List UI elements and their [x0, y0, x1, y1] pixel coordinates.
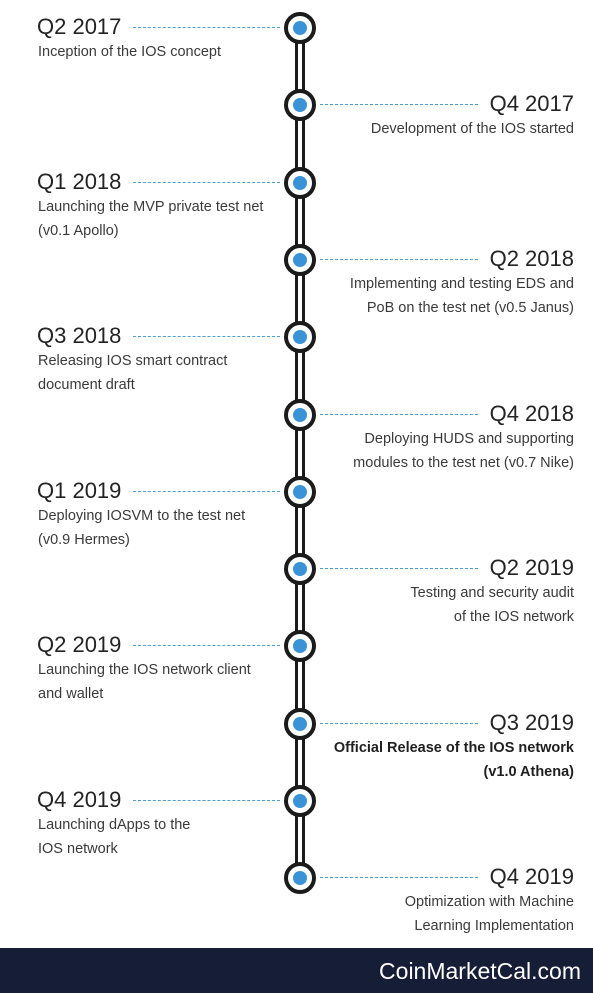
- milestone-connector: [133, 181, 280, 183]
- milestone-connector: [320, 104, 478, 106]
- milestone-node: [284, 553, 316, 586]
- milestone-description: Launching dApps to the IOS network: [38, 817, 191, 857]
- milestone-node: [284, 12, 316, 44]
- milestone-connector: [320, 722, 478, 724]
- milestone-description: Optimization with Machine Learning Imple…: [404, 894, 574, 935]
- milestone-date: Q1 2018: [37, 168, 122, 194]
- footer-bar: CoinMarketCal.com: [0, 948, 593, 993]
- milestone-date: Q4 2019: [37, 787, 122, 812]
- milestone-description: Implementing and testing EDS and PoB on …: [349, 275, 574, 316]
- milestone-connector: [133, 490, 280, 492]
- milestone-description: Development of the IOS started: [370, 121, 574, 138]
- milestone-date: Q4 2019: [489, 864, 574, 890]
- milestone-connector: [133, 336, 280, 338]
- brand-watermark: CoinMarketCal.com: [379, 958, 581, 984]
- milestone-date: Q2 2017: [37, 14, 122, 39]
- milestone-node: [284, 475, 316, 508]
- milestone-date: Q3 2018: [37, 323, 122, 349]
- milestone-description: Deploying IOSVM to the test net (v0.9 He…: [38, 507, 246, 548]
- milestone-connector: [133, 800, 280, 801]
- milestone-node: [284, 785, 316, 817]
- milestone-connector: [133, 645, 280, 647]
- milestone-date: Q4 2017: [489, 91, 574, 117]
- milestone-description: Testing and security audit of the IOS ne…: [410, 585, 574, 626]
- milestone-node: [284, 398, 316, 431]
- milestone-date: Q2 2019: [489, 555, 574, 581]
- timeline-spine: [295, 28, 305, 878]
- milestone-date: Q3 2019: [489, 709, 574, 735]
- milestone-description: Official Release of the IOS network (v1.…: [333, 739, 574, 780]
- milestone-date: Q1 2019: [37, 477, 122, 503]
- milestone-connector: [320, 568, 478, 570]
- milestone-description: Deploying HUDS and supporting modules to…: [353, 430, 574, 471]
- milestone-date: Q2 2019: [37, 632, 122, 658]
- milestone-node: [284, 243, 316, 276]
- milestone-node: [284, 89, 316, 122]
- milestone-description: Releasing IOS smart contract document dr…: [38, 353, 228, 394]
- milestone-connector: [320, 413, 478, 415]
- milestone-node: [284, 321, 316, 354]
- milestone-date: Q4 2018: [489, 400, 574, 426]
- milestone-connector: [320, 258, 478, 260]
- milestone-node: [284, 166, 316, 199]
- milestone-description: Launching the IOS network client and wal…: [38, 662, 251, 703]
- milestone-node: [284, 862, 316, 895]
- milestone-date: Q2 2018: [489, 245, 574, 271]
- milestone-connector: [320, 877, 478, 879]
- milestone-node: [284, 707, 316, 740]
- milestone-connector: [133, 27, 280, 28]
- milestone-description: Inception of the IOS concept: [38, 44, 221, 60]
- milestone-description: Launching the MVP private test net (v0.1…: [38, 198, 264, 239]
- milestone-node: [284, 630, 316, 663]
